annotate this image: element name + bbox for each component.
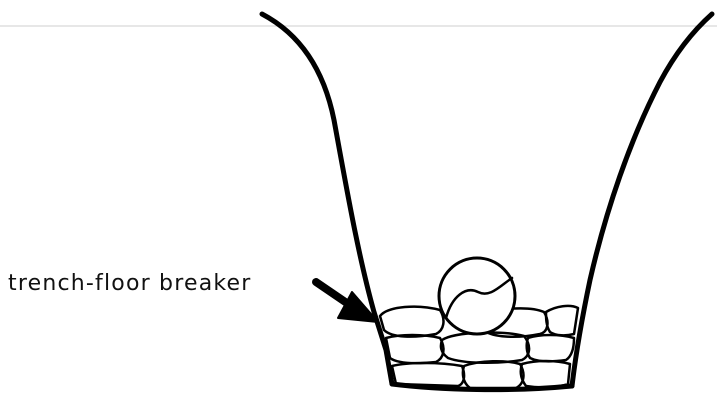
- stone: [378, 305, 445, 338]
- arrow-icon: [312, 278, 379, 323]
- trench-right-wall: [569, 11, 715, 389]
- pipe-seam: [444, 276, 514, 320]
- stone: [519, 359, 572, 389]
- callout-label: trench-floor breaker: [8, 271, 252, 296]
- trench-left-wall: [259, 11, 395, 387]
- stone: [525, 333, 576, 363]
- stone: [384, 333, 445, 365]
- stone: [461, 360, 525, 390]
- stone: [390, 361, 466, 388]
- pipe-outline: [437, 256, 517, 336]
- stone: [544, 304, 580, 337]
- pipe: [437, 256, 517, 336]
